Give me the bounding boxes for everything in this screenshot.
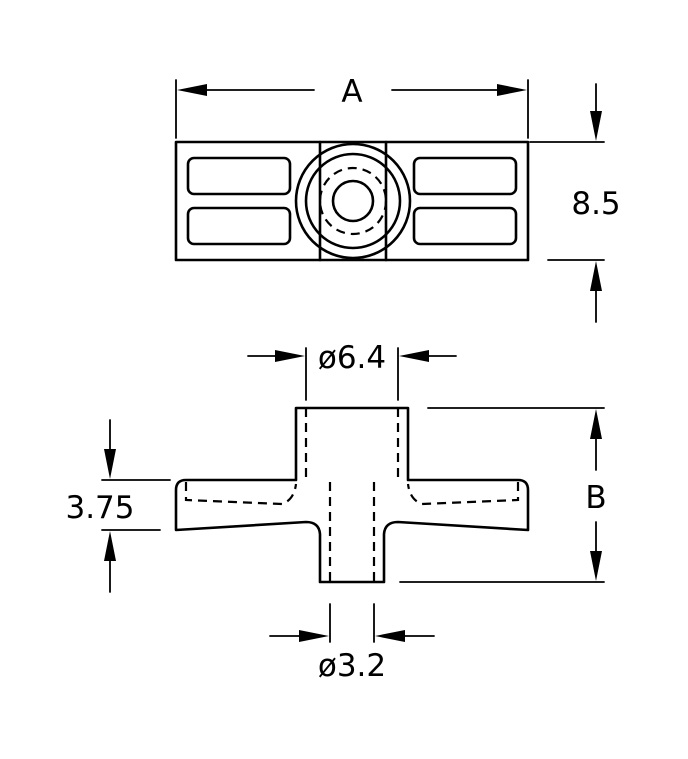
slot-right-upper: [412, 156, 518, 196]
hub-inner-ring: [304, 152, 402, 250]
hidden-flange-recess-left: [184, 482, 298, 506]
dim-b-arrow-top: [590, 409, 602, 439]
dim-a-arrow-right: [497, 84, 527, 96]
dimension-top-diameter: ø6.4: [247, 340, 457, 401]
hub-bore: [331, 179, 375, 223]
dim-64-label: ø6.4: [318, 340, 386, 376]
dim-b-label: B: [585, 480, 606, 516]
dimension-height-top: 8.5: [529, 83, 621, 323]
dim-85-label: 8.5: [571, 186, 620, 222]
top-view: [174, 140, 530, 262]
dimension-a: A: [175, 74, 529, 139]
dimension-b: B: [399, 407, 607, 583]
dim-b-arrow-bottom: [590, 551, 602, 581]
dim-85-arrow-top: [590, 111, 602, 141]
slot-left-lower: [186, 206, 292, 246]
hub-hidden-bore-circle: [318, 166, 388, 236]
dim-375-arrow-top: [104, 449, 116, 479]
hub-outer-ring: [294, 142, 412, 260]
dimension-flange-thickness: 3.75: [65, 419, 171, 593]
dim-85-arrow-bottom: [590, 261, 602, 291]
dim-32-arrow-left: [299, 630, 329, 642]
dim-a-arrow-left: [177, 84, 207, 96]
slot-left-upper: [186, 156, 292, 196]
hidden-flange-recess-right: [406, 482, 520, 506]
dim-64-arrow-right: [399, 350, 429, 362]
top-view-outline: [174, 140, 530, 262]
dim-375-arrow-bottom: [104, 531, 116, 561]
dim-375-label: 3.75: [65, 490, 134, 526]
side-view-outline: [174, 406, 530, 584]
dim-a-label: A: [341, 74, 362, 110]
dim-32-label: ø3.2: [318, 648, 386, 684]
slot-right-lower: [412, 206, 518, 246]
dimension-bottom-diameter: ø3.2: [269, 603, 435, 684]
dim-64-arrow-left: [275, 350, 305, 362]
dim-32-arrow-right: [375, 630, 405, 642]
side-view: [174, 406, 530, 584]
